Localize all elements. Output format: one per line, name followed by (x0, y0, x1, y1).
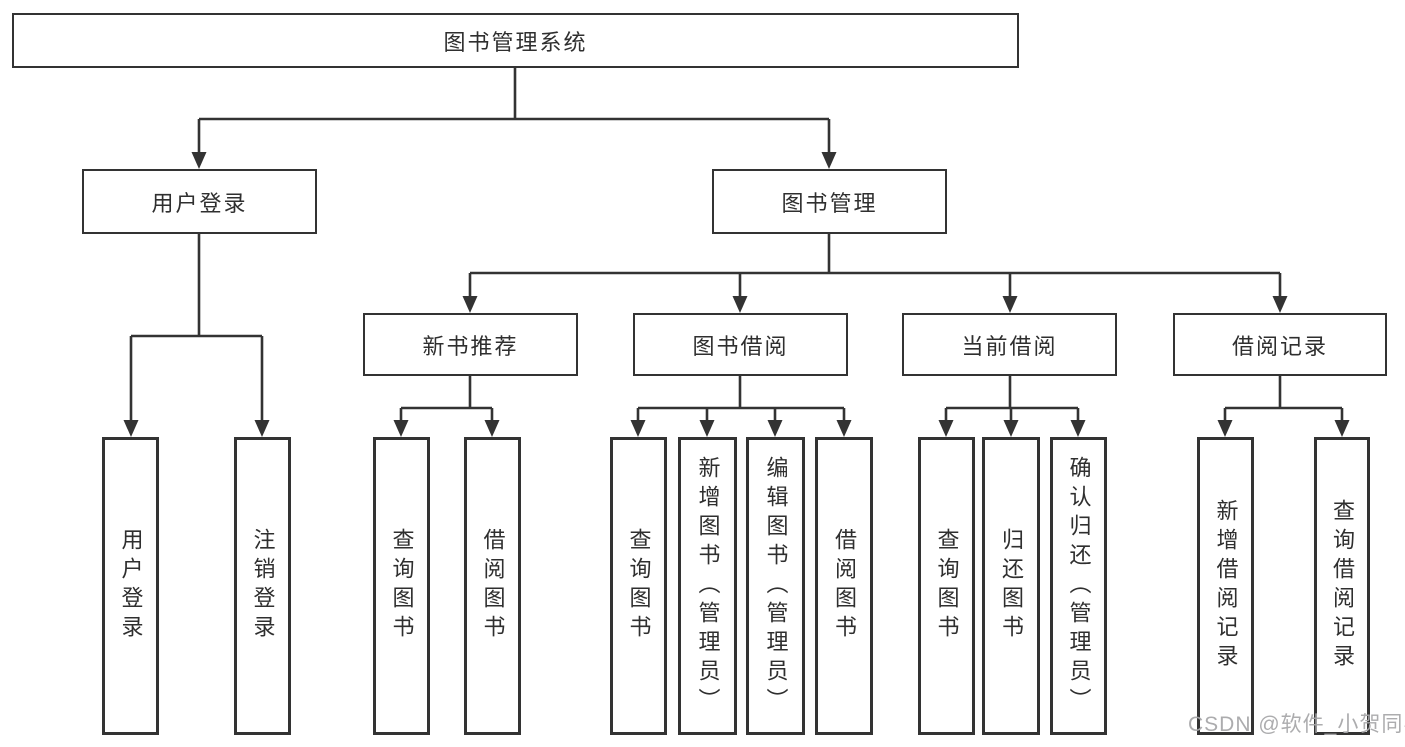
node-library-management-system: 图书管理系统 (12, 13, 1019, 68)
node-label: 归还图书 (999, 528, 1024, 644)
arrowheads (123, 152, 1350, 437)
node-current-borrowing: 当前借阅 (902, 313, 1117, 376)
node-label: 当前借阅 (961, 333, 1058, 359)
node-label: 新增借阅记录 (1213, 499, 1239, 673)
csdn-watermark: CSDN @软件_小贺同学 (1188, 713, 1405, 736)
node-label: 确认归还（管理员） (1066, 455, 1092, 717)
node-user-login: 用户登录 (82, 169, 317, 234)
node-label: 用户登录 (118, 528, 144, 644)
node-book-management: 图书管理 (712, 169, 947, 234)
node-label: 借阅记录 (1231, 333, 1328, 359)
node-leaf-logout: 注销登录 (234, 437, 291, 735)
node-label: 查询借阅记录 (1330, 499, 1355, 673)
node-label: 查询图书 (389, 528, 415, 644)
node-label: 图书管理 (781, 190, 878, 216)
node-leaf-query-books-borrow: 查询图书 (610, 437, 667, 735)
node-label: 查询图书 (626, 528, 652, 644)
node-leaf-add-book-admin: 新增图书（管理员） (678, 437, 737, 735)
node-leaf-query-books-recommend: 查询图书 (373, 437, 430, 735)
node-label: 编辑图书（管理员） (763, 455, 789, 717)
node-label: 借阅图书 (480, 528, 506, 644)
node-borrowing-records: 借阅记录 (1173, 313, 1387, 376)
node-leaf-borrow-books: 借阅图书 (815, 437, 873, 735)
node-label: 用户登录 (151, 190, 248, 216)
node-leaf-user-login: 用户登录 (102, 437, 159, 735)
node-leaf-confirm-return-admin: 确认归还（管理员） (1050, 437, 1107, 735)
node-label: 图书借阅 (692, 333, 789, 359)
node-leaf-edit-book-admin: 编辑图书（管理员） (746, 437, 805, 735)
node-new-book-recommend: 新书推荐 (363, 313, 578, 376)
node-leaf-query-borrow-record: 查询借阅记录 (1314, 437, 1370, 735)
node-label: 查询图书 (934, 528, 960, 644)
node-label: 图书管理系统 (443, 29, 588, 55)
node-leaf-borrow-books-recommend: 借阅图书 (464, 437, 521, 735)
node-label: 新增图书（管理员） (695, 455, 721, 717)
node-leaf-return-books: 归还图书 (982, 437, 1040, 735)
node-label: 注销登录 (250, 528, 276, 644)
node-book-borrowing: 图书借阅 (633, 313, 848, 376)
node-label: 借阅图书 (832, 528, 857, 644)
node-leaf-add-borrow-record: 新增借阅记录 (1197, 437, 1254, 735)
node-leaf-query-books-current: 查询图书 (918, 437, 975, 735)
node-label: 新书推荐 (422, 333, 519, 359)
